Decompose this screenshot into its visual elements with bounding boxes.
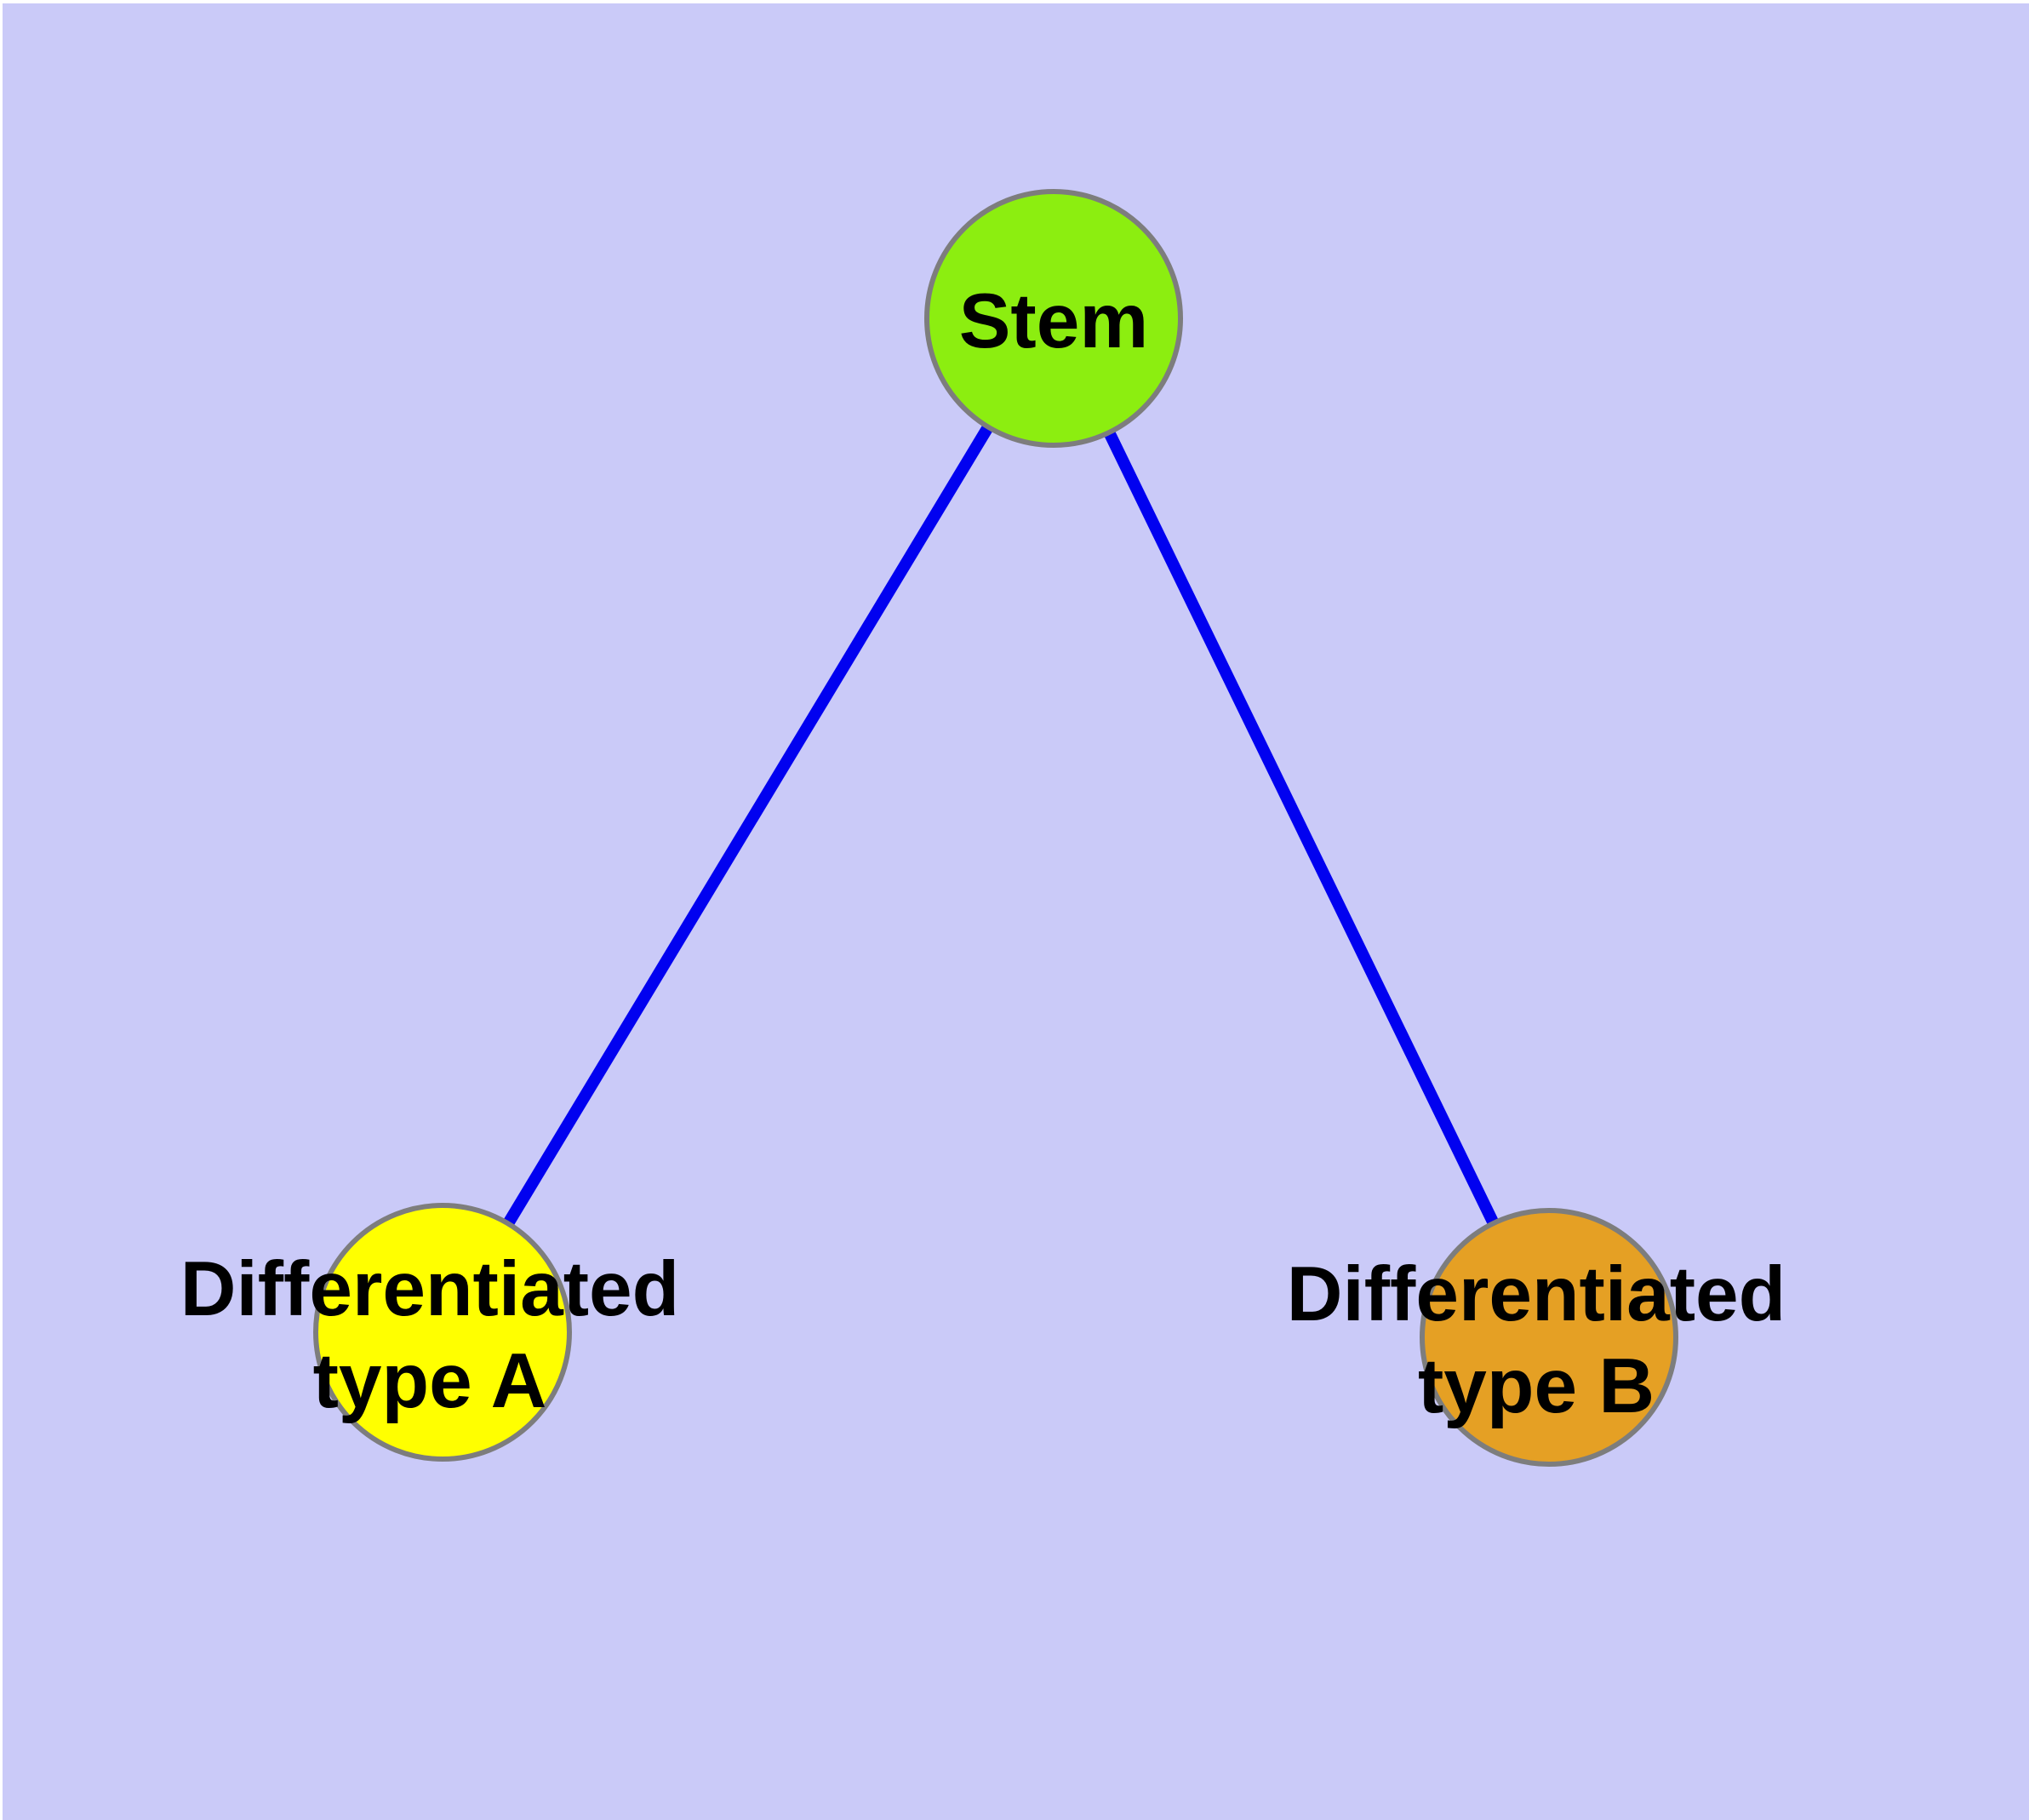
node-label-stem: Stem <box>959 278 1149 364</box>
edge-layer <box>437 315 1555 1341</box>
node-label-line: Differentiated <box>1287 1251 1786 1337</box>
edge-stem-to-differentiated-type-b <box>1048 315 1555 1341</box>
node-label-line: type B <box>1418 1343 1655 1429</box>
edge-stem-to-differentiated-type-a <box>437 315 1059 1336</box>
node-label-line: type A <box>313 1338 547 1424</box>
node-layer <box>313 189 1678 1467</box>
node-circle-differentiated-type-a <box>313 1203 572 1462</box>
node-circle-stem <box>924 189 1183 448</box>
node-circle-differentiated-type-b <box>1420 1208 1678 1467</box>
node-label-line: Stem <box>959 278 1149 364</box>
node-label-line: Differentiated <box>180 1246 680 1332</box>
